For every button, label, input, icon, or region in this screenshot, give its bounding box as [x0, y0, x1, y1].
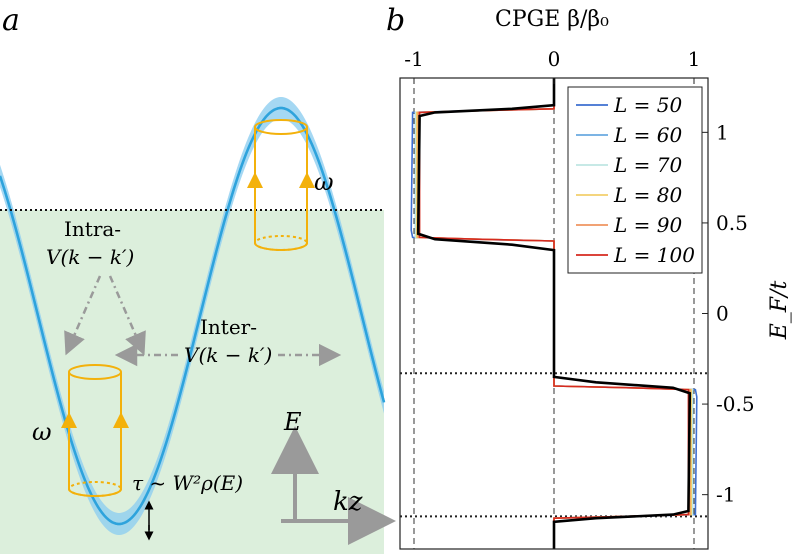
legend-label-3: L = 80 [613, 183, 682, 207]
legend-label-4: L = 90 [613, 213, 682, 237]
omega-lower-label: ω [32, 418, 52, 446]
intra-formula: V(k − k′) [46, 245, 134, 269]
legend-box [567, 86, 703, 274]
inter-label: Inter- [200, 315, 257, 339]
series-average [416, 78, 692, 549]
x-tick-label-0: -1 [404, 47, 423, 71]
upper-transition-cylinder [247, 119, 315, 251]
y-tick-label-4: -1 [716, 483, 735, 507]
panel-a-label: a [2, 3, 20, 38]
intra-label: Intra- [64, 217, 121, 241]
panel-a: a ω ω Intra- V(k − k′) Inter- [0, 3, 396, 554]
inter-formula: V(k − k′) [184, 343, 272, 367]
x-tick-label-2: 1 [688, 47, 701, 71]
y-tick-label-3: -0.5 [716, 392, 755, 416]
energy-momentum-axes [271, 426, 396, 545]
momentum-axis-label: kz [333, 487, 363, 517]
panel-b-label: b [386, 3, 405, 38]
y-tick-label-1: 0.5 [716, 211, 748, 235]
panel-b: b CPGE β/β₀ E_F/t -1 0 1 1 0.5 0 -0.5 -1 L = 50… [386, 3, 792, 550]
momentum-axis-text: kz [333, 487, 363, 517]
legend-label-0: L = 50 [613, 93, 682, 117]
x-tick-label-1: 0 [548, 47, 561, 71]
x-axis-title: CPGE β/β₀ [495, 7, 609, 32]
legend-label-5: L = 100 [613, 243, 695, 267]
legend: L = 50 L = 60 L = 70 L = 80 L = 90 L = 100 [567, 86, 703, 274]
y-tick-label-0: 1 [716, 120, 729, 144]
energy-axis-label: E [283, 408, 302, 436]
y-axis-title: E_F/t [767, 281, 792, 341]
fermi-sea-region [0, 210, 384, 554]
intra-scattering-arrows [64, 275, 146, 356]
tau-label: τ ~ W²ρ(E) [132, 471, 243, 495]
legend-label-1: L = 60 [613, 123, 682, 147]
y-tick-label-2: 0 [716, 302, 729, 326]
omega-upper-label: ω [314, 168, 334, 196]
legend-label-2: L = 70 [613, 153, 682, 177]
lower-transition-cylinder [61, 364, 129, 497]
